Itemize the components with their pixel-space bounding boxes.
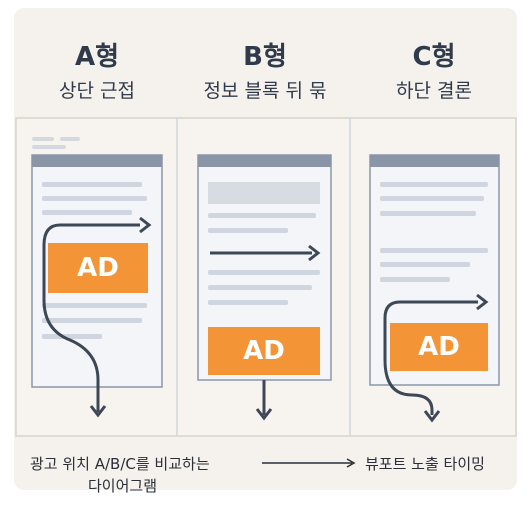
text-line (42, 210, 132, 215)
arrowhead-down-icon (255, 408, 273, 421)
text-line (208, 228, 288, 233)
info-block (208, 182, 320, 204)
caption-arrowhead-icon (346, 458, 356, 468)
text-line (380, 211, 476, 216)
caption-right: 뷰포트 노출 타이밍 (365, 455, 485, 473)
text-line (380, 182, 488, 187)
page-mockup-a-top-line (32, 145, 66, 149)
text-line (380, 262, 470, 267)
text-line (380, 196, 484, 201)
text-line (42, 182, 142, 187)
ad-block-c: AD (390, 323, 488, 371)
ad-block-a: AD (48, 243, 148, 293)
arrowhead-right-icon (476, 293, 489, 311)
ad-block-b: AD (208, 327, 320, 375)
arrowhead-down-icon (423, 410, 441, 423)
page-mockup-b-header (198, 155, 331, 167)
column-c-subtitle: 하단 결론 (396, 80, 472, 102)
caption-left-line2: 다이어그램 (88, 477, 158, 495)
text-line (42, 196, 147, 201)
text-line (42, 334, 102, 339)
text-line (208, 285, 312, 290)
scroll-flow-arrow-c (383, 300, 478, 415)
text-line (42, 318, 142, 323)
arrowhead-right-icon (308, 244, 321, 262)
text-line (208, 300, 288, 305)
column-a-subtitle: 상단 근접 (59, 80, 135, 102)
arrowhead-right-icon (139, 216, 152, 234)
column-b-subtitle: 정보 블록 뒤 묶 (203, 80, 327, 102)
text-line (42, 303, 147, 308)
text-line (380, 277, 450, 282)
caption-left-line1: 광고 위치 A/B/C를 비교하는 (30, 455, 210, 473)
text-line (208, 270, 320, 275)
page-mockup-c-header (370, 155, 499, 167)
column-b-title: B형 (243, 42, 287, 72)
column-c-title: C형 (412, 42, 456, 72)
page-mockup-a-top-line (60, 137, 80, 141)
scroll-flow-arrow-a (42, 223, 140, 412)
column-a-title: A형 (74, 42, 120, 72)
column-b-illustration (197, 154, 332, 421)
arrowhead-down-icon (89, 405, 107, 418)
page-mockup-a-header (32, 155, 162, 167)
column-c-illustration (369, 154, 500, 423)
page-mockup-a-top-line (32, 137, 54, 141)
text-line (208, 213, 316, 218)
text-line (380, 248, 488, 253)
